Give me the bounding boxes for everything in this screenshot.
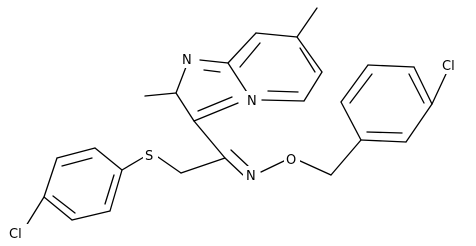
bond — [157, 156, 182, 174]
bond — [43, 157, 58, 198]
bond — [330, 139, 362, 176]
atom-cl-top-right: Cl — [441, 56, 461, 74]
bond — [193, 102, 239, 122]
bond — [261, 99, 305, 102]
atom-cl-bottom-left-label: Cl — [9, 227, 22, 242]
bond — [109, 169, 123, 212]
bond — [121, 156, 145, 171]
bond — [203, 69, 221, 73]
atom-cl-top-right-label: Cl — [442, 59, 455, 74]
bond — [349, 73, 373, 104]
bond — [431, 73, 447, 105]
bond — [104, 174, 115, 205]
bond — [303, 71, 323, 102]
bond — [360, 139, 407, 143]
bond — [199, 59, 229, 64]
bond — [296, 7, 318, 38]
atom-n-imine: N — [180, 50, 196, 68]
atom-n-oxime: N — [243, 166, 259, 184]
bond — [366, 131, 403, 134]
bond — [197, 96, 233, 112]
bond — [299, 47, 316, 73]
atom-n-oxime-label: N — [246, 169, 256, 184]
bond — [413, 66, 433, 105]
bond — [367, 64, 415, 68]
bond — [296, 36, 323, 73]
bond — [144, 92, 177, 97]
bond — [61, 157, 93, 167]
atom-n-bridgehead: N — [244, 91, 260, 109]
bond — [340, 64, 369, 103]
bond — [52, 195, 76, 214]
bond — [180, 157, 226, 174]
atom-n-bridgehead-label: N — [247, 94, 257, 109]
bond — [239, 42, 261, 68]
bond — [175, 66, 187, 94]
bond — [230, 149, 249, 167]
bond — [260, 159, 287, 173]
atom-cl-bottom-left: Cl — [8, 224, 28, 242]
bond — [94, 147, 123, 171]
bond — [405, 103, 433, 143]
bond — [267, 90, 299, 93]
bond — [297, 159, 332, 176]
atom-labels: N N S N O Cl Cl — [8, 50, 461, 242]
bonds — [25, 7, 447, 227]
bond — [408, 73, 425, 104]
bond — [25, 196, 45, 227]
bond — [43, 196, 73, 221]
bond — [193, 120, 226, 159]
atom-o-oxime-label: O — [286, 153, 296, 168]
atom-s-thioether-label: S — [145, 149, 153, 164]
bond — [71, 210, 111, 221]
bond — [340, 101, 362, 141]
bond — [255, 32, 298, 38]
bond — [175, 92, 195, 122]
atom-o-oxime: O — [284, 150, 300, 168]
atom-s-thioether: S — [143, 146, 158, 164]
bond — [227, 32, 257, 64]
bond — [56, 147, 96, 159]
bond — [224, 157, 244, 176]
atom-n-imine-label: N — [182, 53, 192, 68]
